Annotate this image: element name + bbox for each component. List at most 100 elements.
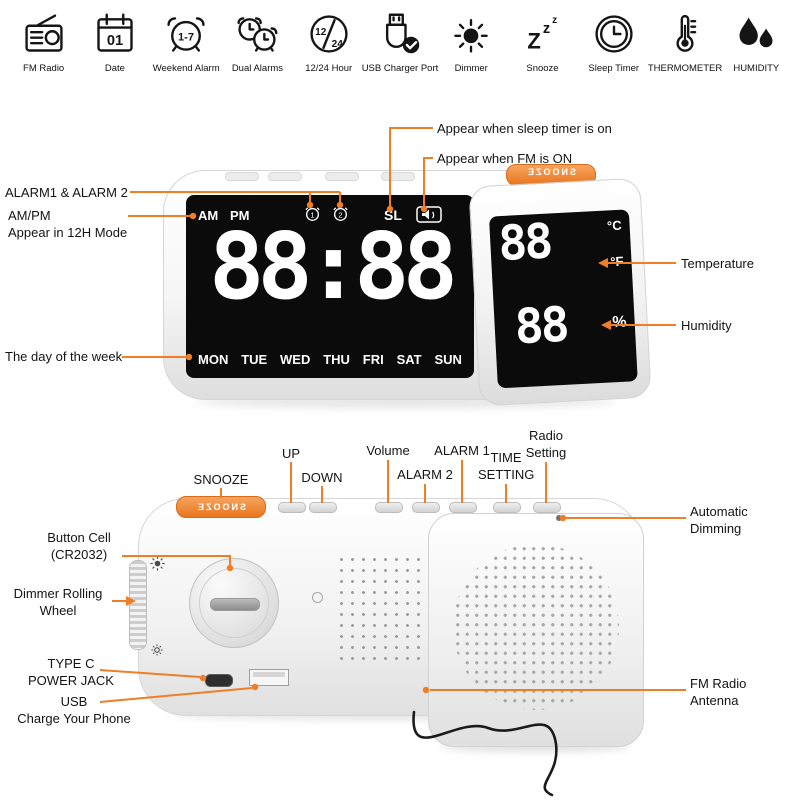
feature-label: Snooze	[526, 63, 559, 74]
battery-cover-ring	[199, 568, 269, 638]
reset-hole	[312, 592, 323, 603]
callout-sleep-timer: Appear when sleep timer is on	[437, 121, 612, 136]
weekday-label: THU	[323, 352, 350, 367]
feature-label: THERMOMETER	[647, 63, 723, 74]
front-top-button	[325, 172, 359, 181]
temp-humidity-display: 88 °C °F 88 %	[488, 209, 638, 389]
snooze-z1-text: Z	[528, 29, 541, 54]
weekday-label: MON	[198, 352, 229, 367]
down-button	[309, 502, 337, 513]
calendar-day-text: 01	[107, 33, 123, 49]
weekday-label: SAT	[396, 352, 422, 367]
fm-radio-icon	[22, 8, 66, 60]
callout-fm-on: Appear when FM is ON	[437, 151, 573, 166]
dim-sun-icon	[151, 644, 163, 656]
front-top-button	[225, 172, 259, 181]
weekday-label: WED	[280, 352, 311, 367]
callout-down: DOWN	[301, 470, 343, 485]
feature-12-24-hour: 12 24 12/24 Hour	[293, 8, 364, 74]
type-c-port	[205, 674, 233, 687]
sleep-timer-icon	[592, 8, 636, 60]
humidity-drops-icon	[734, 8, 778, 60]
calendar-icon: 01	[93, 8, 137, 60]
battery-cover	[189, 558, 279, 648]
callout-alarms: ALARM1 & ALARM 2	[5, 185, 128, 200]
temp-humidity-unit: 88 °C °F 88 %	[468, 177, 652, 407]
callout-radio-setting: Radio Setting	[525, 428, 567, 460]
fm-speaker-icon	[416, 206, 442, 223]
callout-alarm1: ALARM 1	[434, 443, 490, 458]
light-sensor	[556, 515, 562, 521]
feature-thermometer: THERMOMETER	[647, 8, 723, 74]
hour-12-text: 12	[315, 27, 327, 38]
radio-setting-button	[533, 502, 561, 513]
percent-unit: %	[612, 313, 628, 332]
callout-weekday: The day of the week	[5, 349, 123, 364]
callout-fm-antenna: FM Radio Antenna	[690, 676, 747, 708]
snooze-z3-text: z	[553, 15, 558, 26]
callout-am-pm: AM/PM Appear in 12H Mode	[8, 208, 128, 240]
callout-dimmer-wheel: Dimmer Rolling Wheel	[13, 586, 103, 618]
feature-dual-alarms: Dual Alarms	[222, 8, 293, 74]
humidity-value: 88	[513, 296, 568, 356]
feature-date: 01 Date	[79, 8, 150, 74]
feature-label: Weekend Alarm	[152, 63, 220, 74]
alarm1-number: 1	[310, 210, 314, 219]
weekend-alarm-icon: 1-7	[164, 8, 208, 60]
celsius-unit: °C	[606, 217, 622, 234]
usb-charger-icon	[378, 8, 422, 60]
dimmer-sun-icon	[449, 8, 493, 60]
feature-label: Date	[104, 63, 125, 74]
feature-fm-radio: FM Radio	[8, 8, 79, 74]
feature-label: Dimmer	[454, 63, 488, 74]
feature-sleep-timer: Sleep Timer	[578, 8, 649, 74]
feature-label: USB Charger Port	[361, 63, 439, 74]
callout-volume: Volume	[366, 443, 410, 458]
snooze-z2-text: z	[543, 21, 550, 37]
am-indicator: AM	[198, 208, 219, 223]
callout-usb-charge: USB Charge Your Phone	[17, 694, 131, 726]
fahrenheit-unit: °F	[609, 253, 624, 270]
thermometer-icon	[663, 8, 707, 60]
alarm2-button	[412, 502, 440, 513]
callout-temperature: Temperature	[681, 256, 754, 271]
front-top-button	[268, 172, 302, 181]
callout-type-c: TYPE C POWER JACK	[28, 656, 114, 688]
callout-time-setting: TIME SETTING	[478, 450, 535, 482]
snooze-button-back: SNOOZE	[176, 496, 266, 518]
feature-usb-charger: USB Charger Port	[362, 8, 438, 74]
dual-alarms-icon	[235, 8, 279, 60]
feature-humidity: HUMIDITY	[721, 8, 792, 74]
speaker-grille	[453, 544, 619, 710]
alarm1-button	[449, 502, 477, 513]
alarm2-icon: 2	[333, 207, 348, 221]
battery-coin-slot	[210, 597, 260, 611]
12-24-hour-icon: 12 24	[307, 8, 351, 60]
feature-dimmer: Dimmer	[436, 8, 507, 74]
time-display: 88:88	[209, 213, 458, 320]
feature-label: Dual Alarms	[231, 63, 284, 74]
usb-a-tongue	[253, 672, 285, 677]
weekday-row: MON TUE WED THU FRI SAT SUN	[198, 352, 462, 367]
snooze-button-label: SNOOZE	[196, 502, 247, 512]
callout-alarm2: ALARM 2	[397, 467, 453, 482]
weekday-label: SUN	[434, 352, 462, 367]
time-setting-button	[493, 502, 521, 513]
feature-label: Sleep Timer	[588, 63, 640, 74]
temperature-value: 88	[496, 213, 552, 273]
feature-label: HUMIDITY	[733, 63, 780, 74]
pm-indicator: PM	[230, 208, 250, 223]
feature-label: 12/24 Hour	[305, 63, 353, 74]
snooze-zzz-icon: Z z z	[520, 8, 564, 60]
callout-up: UP	[281, 446, 301, 461]
feature-weekend-alarm: 1-7 Weekend Alarm	[151, 8, 222, 74]
callout-auto-dimming: Automatic Dimming	[690, 504, 748, 536]
volume-button	[375, 502, 403, 513]
front-top-button	[381, 172, 415, 181]
up-button	[278, 502, 306, 513]
dimmer-wheel	[129, 560, 147, 650]
weekday-label: TUE	[241, 352, 268, 367]
bright-sun-icon	[150, 556, 165, 571]
feature-label: FM Radio	[23, 63, 65, 74]
